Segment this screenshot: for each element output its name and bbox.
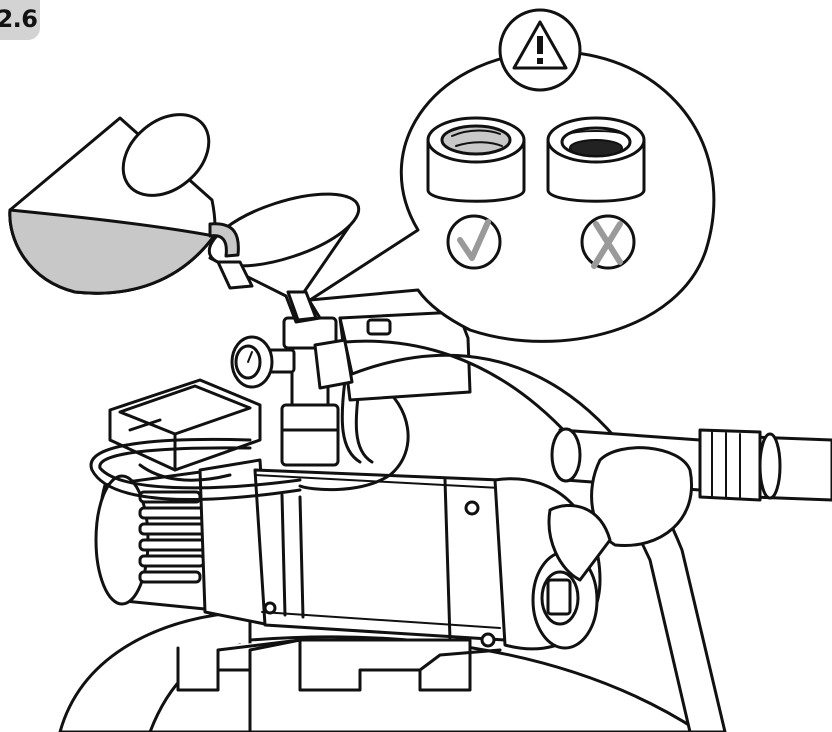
checkmark-icon bbox=[448, 216, 500, 268]
filled-pump-head-example bbox=[428, 118, 524, 201]
priming-manifold bbox=[282, 318, 352, 465]
measuring-jug bbox=[10, 98, 239, 293]
warning-triangle-icon bbox=[500, 10, 580, 90]
suction-hose bbox=[700, 430, 832, 500]
cross-icon bbox=[582, 216, 634, 268]
empty-pump-head-example bbox=[548, 118, 644, 201]
